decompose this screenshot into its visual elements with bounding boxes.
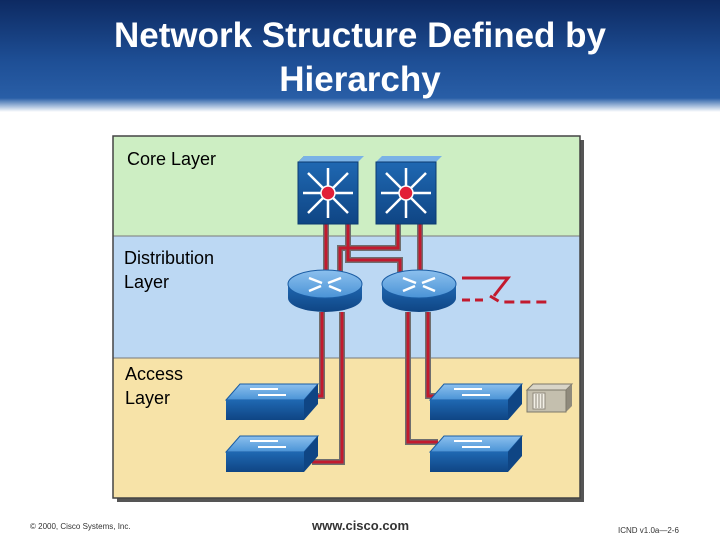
distribution-layer-label-line-1: Distribution — [124, 248, 215, 268]
website-link[interactable]: www.cisco.com — [312, 518, 410, 533]
slide-title: Network Structure Defined by Hierarchy — [0, 14, 720, 102]
slide-title-line-2: Hierarchy — [279, 60, 441, 99]
distribution-layer-label: Distribution Layer — [124, 246, 214, 294]
access-switch-2 — [224, 435, 320, 472]
serial-link-icon — [462, 276, 552, 304]
access-switch-3 — [428, 383, 524, 420]
slide-title-line-1: Network Structure Defined by — [113, 16, 607, 55]
workgroup-switch-icon — [454, 388, 490, 396]
router-icon — [308, 276, 342, 293]
core-switch-1 — [297, 156, 364, 225]
access-switch-1 — [224, 383, 320, 420]
server-icon — [525, 383, 574, 413]
title-banner-fade — [0, 98, 720, 112]
title-banner: Network Structure Defined by Hierarchy — [0, 0, 720, 112]
workgroup-switch-icon — [454, 440, 490, 448]
distribution-layer-label-line-2: Layer — [124, 272, 170, 292]
distribution-router-1 — [287, 269, 363, 312]
core-switch-2 — [375, 156, 442, 225]
workgroup-switch-icon — [250, 388, 286, 396]
core-layer-label: Core Layer — [127, 149, 217, 169]
access-layer-label-line-1: Access — [125, 364, 184, 384]
access-switch-4 — [428, 435, 524, 472]
core1-dist2-link — [346, 224, 402, 272]
access-layer-label: Access Layer — [125, 362, 183, 410]
dist2-access4-link — [406, 312, 438, 444]
distribution-router-2 — [381, 269, 457, 312]
copyright-notice: © 2000, Cisco Systems, Inc. — [30, 522, 131, 531]
access-layer-label-line-2: Layer — [125, 388, 171, 408]
workgroup-switch-icon — [250, 440, 286, 448]
dist1-access2-link — [312, 312, 344, 464]
core2-dist1-link — [338, 224, 400, 272]
diagram-frame — [112, 135, 581, 499]
slide-reference: ICND v1.0a—2-6 — [618, 526, 679, 535]
router-icon — [402, 276, 436, 293]
access-layer-band — [113, 358, 580, 498]
